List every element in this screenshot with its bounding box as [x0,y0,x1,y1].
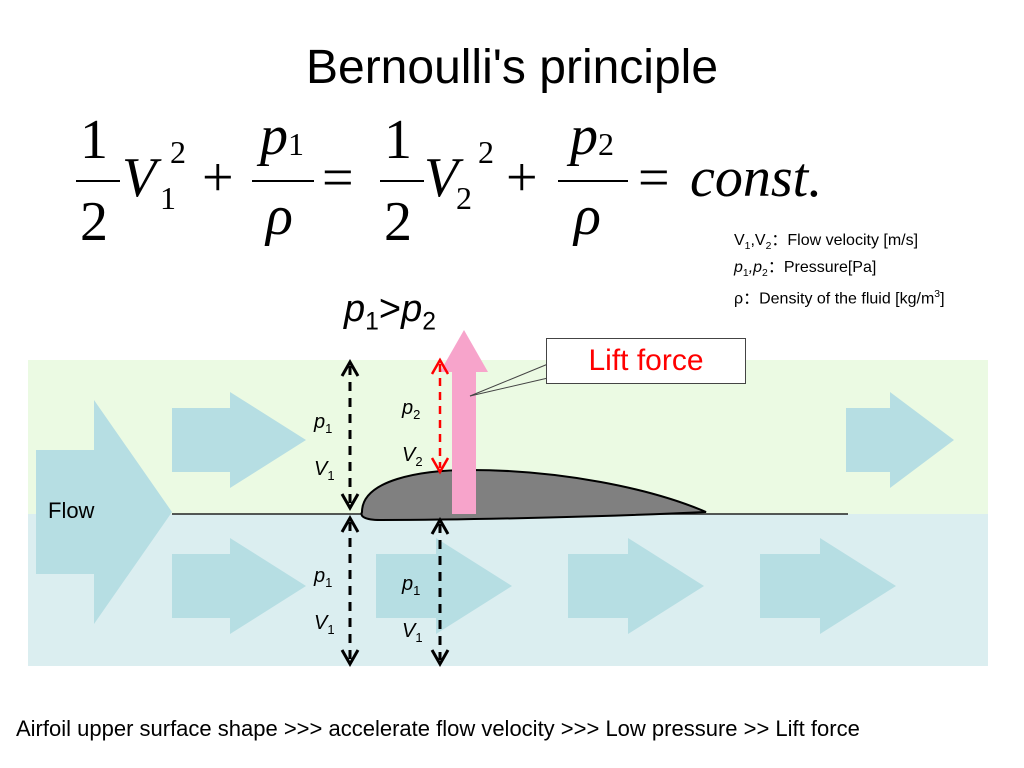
summary-caption: Airfoil upper surface shape >>> accelera… [16,716,860,741]
legend-density: ρ：Density of the fluid [kg/m3] [734,289,945,308]
eq-p2: p [570,105,598,167]
callout-line [469,363,549,397]
large-flow-arrow [36,400,172,624]
lift-force-label: Lift force [546,338,746,384]
eq-const: const. [690,147,823,209]
lower-right-dimension-arrow [430,516,450,668]
eq-fraction-bar [76,180,120,182]
upper-right-dimension-arrow [430,357,450,475]
eq-half-den-2: 2 [384,191,412,253]
eq-p1: p [260,105,288,167]
upper-right-labels: p2 V2 [402,397,423,469]
eq-plus-2: + [506,147,538,209]
flow-arrow [760,538,896,634]
lift-arrow [440,330,488,514]
eq-fraction-bar [558,180,628,182]
page-title: Bernoulli's principle [305,41,719,94]
eq-v1: V [122,147,157,209]
eq-v2: V [424,147,459,209]
lower-left-labels: p1 V1 [314,565,335,637]
eq-fraction-bar [252,180,314,182]
pressure-comparison: p1>p2 [344,288,436,336]
lower-left-dimension-arrow [340,514,360,668]
eq-v2-sq: 2 [478,134,494,170]
upper-left-labels: p1 V1 [314,411,335,483]
flow-arrow [846,392,954,488]
flow-label: Flow [48,498,95,523]
flow-arrow [568,538,704,634]
flow-arrow [172,392,306,488]
upper-left-dimension-arrow [340,358,360,512]
eq-equals-2: = [638,147,670,209]
eq-half-num: 1 [80,109,108,171]
eq-v1-sub: 1 [160,180,176,216]
eq-v1-sq: 2 [170,134,186,170]
eq-rho-2: ρ [574,185,601,247]
variable-legend: V1,V2：Flow velocity [m/s] p1,p2：Pressure… [734,230,945,310]
eq-half-num-2: 1 [384,109,412,171]
eq-rho-1: ρ [266,185,293,247]
eq-equals-1: = [322,147,354,209]
lower-right-labels: p1 V1 [402,573,423,645]
legend-velocity: V1,V2：Flow velocity [m/s] [734,232,919,253]
eq-fraction-bar [380,180,424,182]
eq-half-den: 2 [80,191,108,253]
flow-arrow [376,538,512,634]
bernoulli-equation: 1 2 V 1 2 + p 1 ρ = 1 2 V 2 2 + p 2 ρ = … [60,105,860,268]
eq-v2-sub: 2 [456,180,472,216]
eq-p1-sub: 1 [288,126,304,162]
flow-arrow [172,538,306,634]
eq-p2-sub: 2 [598,126,614,162]
callout-line [469,377,549,397]
legend-pressure: p1,p2：Pressure[Pa] [734,259,877,280]
eq-plus-1: + [202,147,234,209]
